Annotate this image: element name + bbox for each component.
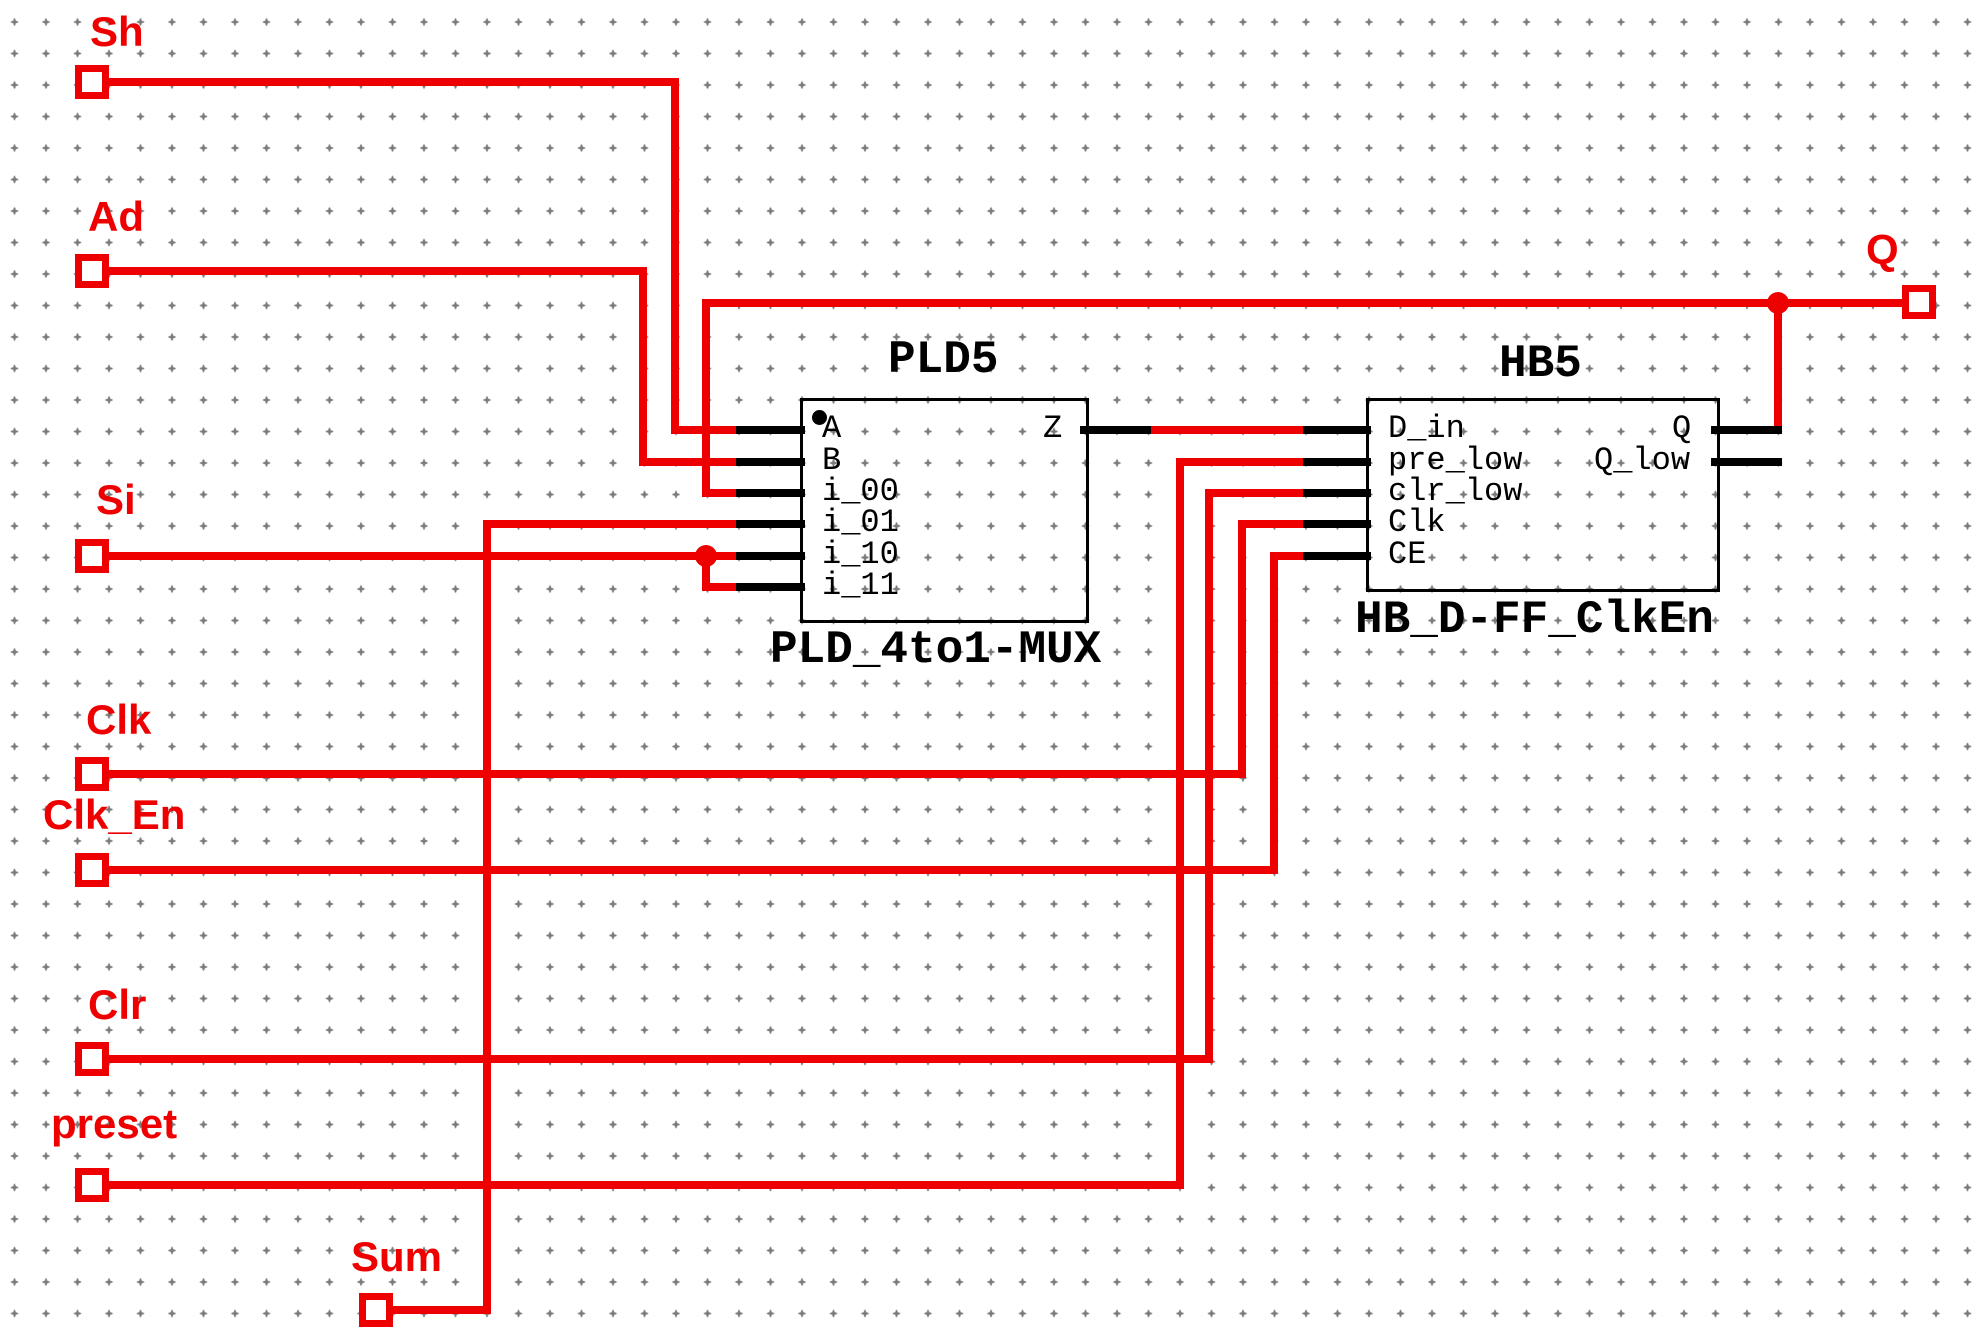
pin-stub-pld5-i_11[interactable] <box>736 583 805 591</box>
pin-stub-pld5-a[interactable] <box>736 426 805 434</box>
wire-segment-net-ad[interactable] <box>639 267 647 466</box>
pin-stub-hb5-q[interactable] <box>1711 426 1782 434</box>
component-ref-label-hb5[interactable]: HB5 <box>1499 338 1582 390</box>
pin-label-pld5-i_01: i_01 <box>822 504 899 541</box>
pin-stub-hb5-q_low[interactable] <box>1711 458 1782 466</box>
pin-stub-pld5-z[interactable] <box>1080 426 1151 434</box>
wire-segment-net-q[interactable] <box>702 299 1906 307</box>
wire-segment-net-preset[interactable] <box>1176 458 1184 1189</box>
pin-label-pld5-i_10: i_10 <box>822 536 899 573</box>
pin-stub-hb5-clr_low[interactable] <box>1303 489 1371 497</box>
wire-segment-net-q[interactable] <box>1774 299 1782 434</box>
wire-segment-net-si[interactable] <box>702 583 744 591</box>
port-terminal-clr[interactable] <box>75 1042 109 1076</box>
pin-stub-hb5-clk[interactable] <box>1303 520 1371 528</box>
wire-segment-net-clr[interactable] <box>1205 489 1213 1063</box>
port-terminal-ad[interactable] <box>75 254 109 288</box>
component-type-label-hb5: HB_D-FF_ClkEn <box>1355 594 1714 646</box>
pin-label-hb5-q_low: Q_low <box>1594 442 1691 479</box>
port-label-clk_en[interactable]: Clk_En <box>43 791 186 838</box>
pin-label-hb5-pre_low: pre_low <box>1388 442 1523 479</box>
wire-segment-net-ad[interactable] <box>639 458 744 466</box>
pin-label-hb5-ce: CE <box>1388 536 1427 573</box>
pin-stub-pld5-i_00[interactable] <box>736 489 805 497</box>
wire-segment-net-si[interactable] <box>104 552 744 560</box>
port-terminal-preset[interactable] <box>75 1168 109 1202</box>
pin-label-pld5-i_11: i_11 <box>822 567 899 604</box>
port-terminal-sum[interactable] <box>359 1293 393 1327</box>
pin-label-hb5-clk: Clk <box>1388 504 1446 541</box>
wire-segment-net-q[interactable] <box>702 489 744 497</box>
pin-stub-hb5-d_in[interactable] <box>1303 426 1371 434</box>
wire-junction-dot <box>695 545 717 567</box>
pin-label-pld5-i_00: i_00 <box>822 473 899 510</box>
wire-segment-net-sh[interactable] <box>671 78 679 434</box>
port-terminal-clk_en[interactable] <box>75 853 109 887</box>
wire-junction-dot <box>1767 292 1789 314</box>
pin-stub-hb5-ce[interactable] <box>1303 552 1371 560</box>
port-terminal-sh[interactable] <box>75 65 109 99</box>
port-label-clr[interactable]: Clr <box>88 981 147 1028</box>
port-label-sh[interactable]: Sh <box>90 8 144 55</box>
pin-label-hb5-d_in: D_in <box>1388 410 1465 447</box>
pin-label-pld5-b: B <box>822 442 842 479</box>
component-type-label-pld5: PLD_4to1-MUX <box>770 624 1102 676</box>
wire-segment-net-clr[interactable] <box>104 1055 1213 1063</box>
wire-segment-net-clk[interactable] <box>104 770 1246 778</box>
component-body-pld5[interactable] <box>799 397 1089 623</box>
wire-segment-net-clk_en[interactable] <box>104 866 1278 874</box>
port-terminal-si[interactable] <box>75 539 109 573</box>
port-label-sum[interactable]: Sum <box>351 1233 443 1280</box>
wire-segment-net-preset[interactable] <box>1176 458 1311 466</box>
port-terminal-q[interactable] <box>1902 285 1936 319</box>
wire-segment-net-sum[interactable] <box>483 520 744 528</box>
wire-segment-net-sum[interactable] <box>483 520 491 1314</box>
wire-segment-net-clk_en[interactable] <box>1270 552 1278 874</box>
pin-stub-pld5-i_01[interactable] <box>736 520 805 528</box>
pin-stub-pld5-i_10[interactable] <box>736 552 805 560</box>
port-label-clk[interactable]: Clk <box>86 696 152 743</box>
wire-segment-net-clk[interactable] <box>1238 520 1311 528</box>
port-terminal-clk[interactable] <box>75 757 109 791</box>
pin-label-pld5-z: Z <box>1043 410 1063 447</box>
wire-segment-net-ad[interactable] <box>104 267 647 275</box>
wire-segment-net-sum[interactable] <box>389 1306 491 1314</box>
pin-stub-hb5-pre_low[interactable] <box>1303 458 1371 466</box>
port-label-si[interactable]: Si <box>96 476 136 523</box>
port-label-ad[interactable]: Ad <box>88 193 144 240</box>
inversion-bubble-icon <box>811 409 827 425</box>
pin-label-pld5-a: A <box>822 410 842 447</box>
wire-segment-net-z_to_d_in[interactable] <box>1143 426 1311 434</box>
wire-segment-net-clr[interactable] <box>1205 489 1311 497</box>
pin-label-hb5-q: Q <box>1672 410 1692 447</box>
pin-label-hb5-clr_low: clr_low <box>1388 473 1523 510</box>
wire-segment-net-clk[interactable] <box>1238 520 1246 778</box>
port-label-preset[interactable]: preset <box>51 1100 178 1147</box>
wire-segment-net-sh[interactable] <box>104 78 679 86</box>
wire-segment-net-clk_en[interactable] <box>1270 552 1311 560</box>
wire-segment-net-si[interactable] <box>702 552 710 591</box>
wire-segment-net-preset[interactable] <box>104 1181 1184 1189</box>
component-ref-label-pld5[interactable]: PLD5 <box>888 334 999 386</box>
wire-segment-net-q[interactable] <box>702 299 710 497</box>
port-label-q[interactable]: Q <box>1866 226 1899 273</box>
pin-stub-pld5-b[interactable] <box>736 458 805 466</box>
